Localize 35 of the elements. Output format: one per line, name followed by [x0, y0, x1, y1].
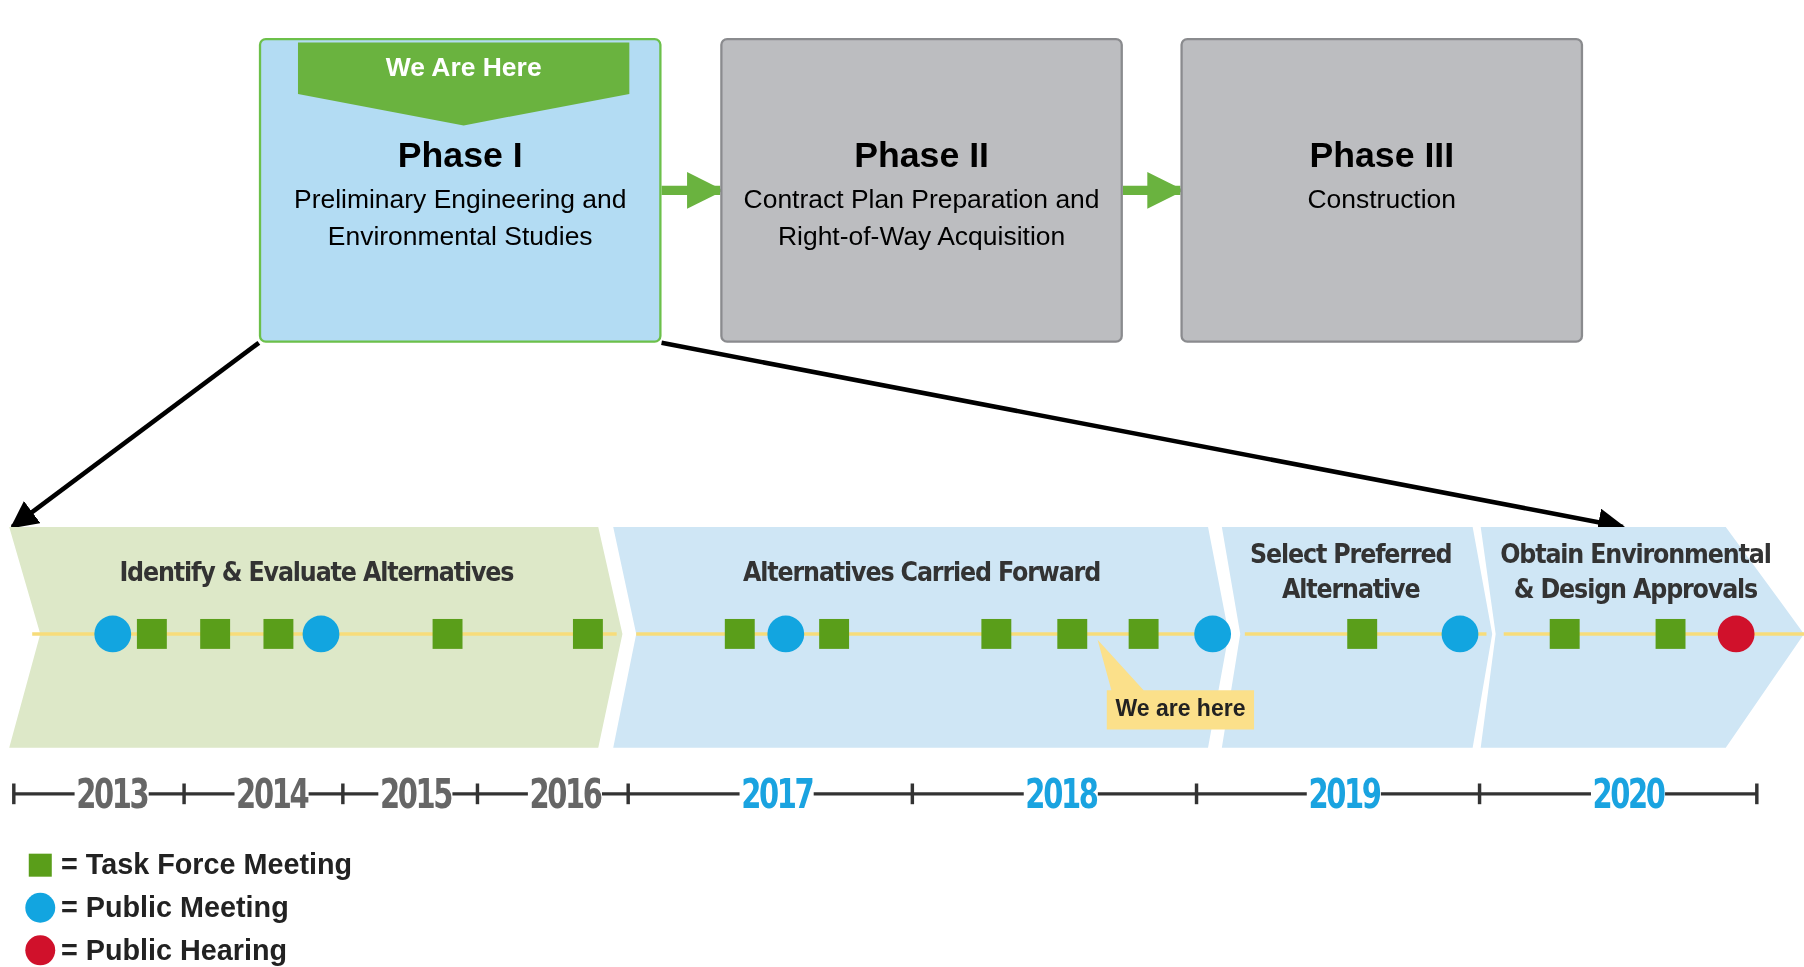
phase-box [1180, 37, 1584, 343]
chevron-title: Select Preferred Alternative [1248, 537, 1453, 606]
phase-chevron [1480, 526, 1804, 748]
legend-text: = Public Hearing [61, 933, 288, 967]
phase-description: Contract Plan Preparation and Right-of-Way Acquisition [742, 183, 1101, 253]
square-marker [572, 618, 603, 649]
square-marker [724, 618, 755, 649]
chevron-title: Obtain Environmental & Design Approvals [1499, 537, 1772, 606]
square-marker [1128, 618, 1159, 649]
phase-chevron [9, 526, 624, 748]
phase-box [258, 37, 662, 343]
square-marker [432, 618, 463, 649]
callout-text: We are here [1114, 694, 1247, 722]
phase-title: Phase I [396, 134, 524, 177]
square-marker [1655, 618, 1686, 649]
square-marker [981, 618, 1012, 649]
legend-text: = Public Meeting [61, 890, 289, 924]
legend-text: = Task Force Meeting [61, 847, 353, 882]
square-marker [200, 618, 231, 649]
banner [298, 42, 630, 126]
phase-box [720, 37, 1123, 343]
square-marker [1057, 618, 1088, 649]
square-marker [263, 618, 294, 649]
phase-description: Preliminary Engineering and Environmental Studies [293, 183, 628, 253]
square-marker [819, 618, 850, 649]
square-marker [136, 618, 167, 649]
square-marker [1549, 618, 1580, 649]
phase-title: Phase III [1308, 134, 1456, 177]
chevron-title: Identify & Evaluate Alternatives [118, 555, 515, 589]
chevron-title: Alternatives Carried Forward [742, 555, 1102, 589]
phase-title: Phase II [853, 134, 990, 177]
square-marker [1347, 618, 1378, 649]
banner-text: We Are Here [384, 51, 543, 83]
phase-description: Construction [1306, 183, 1458, 216]
arrow [10, 341, 261, 529]
